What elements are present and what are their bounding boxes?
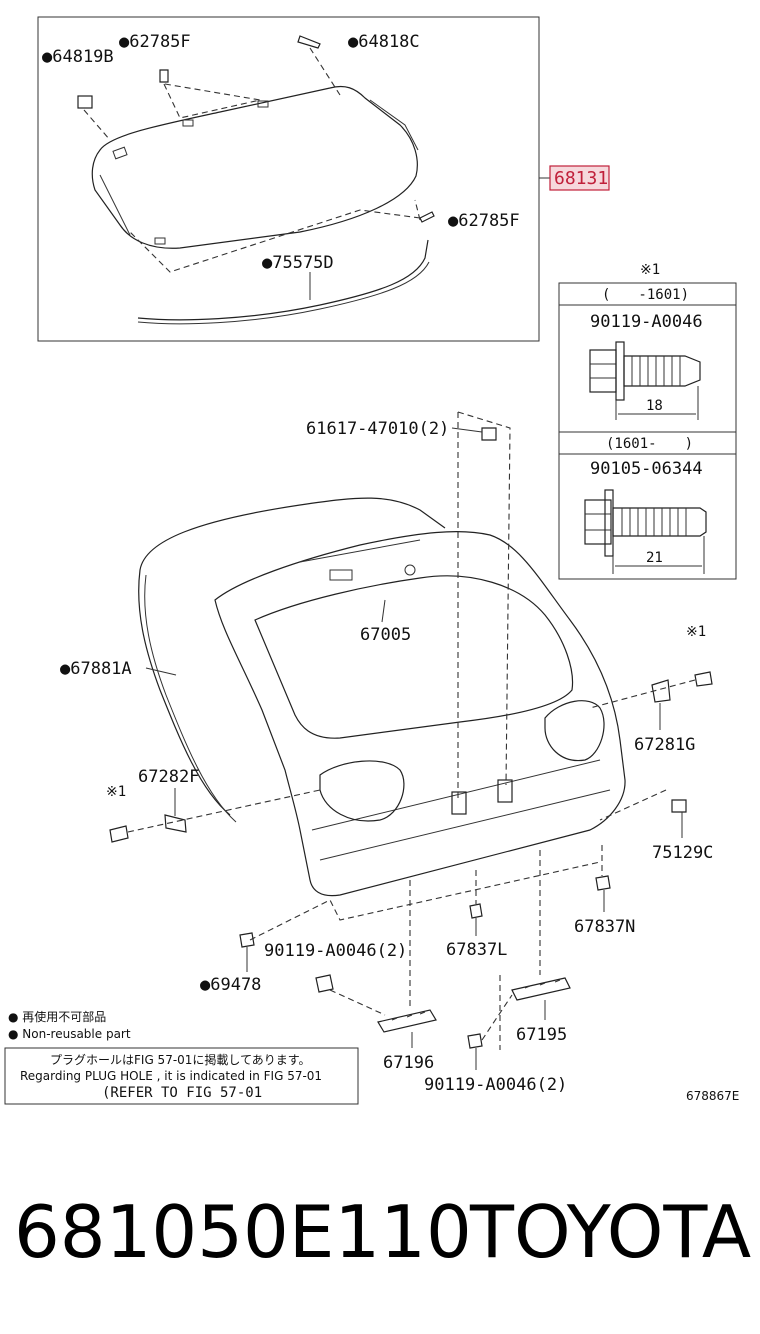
glass-clip-mark-3: [257, 100, 269, 108]
inset-row2-range: (1601- ): [606, 436, 693, 452]
clip-69478: [239, 932, 255, 948]
legend-japanese: ● 再使用不可部品: [8, 1009, 106, 1024]
hinge-67196: [377, 1009, 437, 1033]
glass-clip-mark-4: [154, 237, 166, 245]
callout-67281G: 67281G: [634, 735, 695, 755]
clip-64818C: [297, 35, 321, 49]
note-box: [4, 1047, 359, 1105]
back-door-panel: [214, 530, 626, 897]
callout-62785F-top: ●62785F: [119, 32, 191, 52]
callout-67195: 67195: [516, 1025, 567, 1045]
glass-clip-mark-2: [182, 119, 194, 127]
callout-67837L: 67837L: [446, 940, 507, 960]
callout-67282F: 67282F: [138, 767, 199, 787]
brand-footer: TOYOTA: [469, 1190, 751, 1274]
inset-row2-part: 90105-06344: [590, 459, 703, 479]
inset-star: ※1: [640, 262, 660, 278]
callout-67005: 67005: [360, 625, 411, 645]
left-hinge-recess: [319, 760, 405, 822]
bracket-67282F: [164, 814, 187, 833]
callout-69478: ●69478: [200, 975, 261, 995]
callout-68131: 68131: [554, 168, 608, 189]
door-window-opening: [254, 575, 574, 739]
inset-row1-dim: 18: [646, 398, 663, 414]
callout-90119-A0046-lower: 90119-A0046(2): [424, 1075, 567, 1095]
stud-right: [497, 779, 513, 803]
bolt-90119-A0046-icon: [589, 341, 701, 420]
star-left: ※1: [106, 784, 126, 800]
bolt-star-right: [694, 671, 713, 687]
inset-row1-part: 90119-A0046: [590, 312, 703, 332]
callout-67881A: ●67881A: [60, 659, 132, 679]
bolt-90105-06344-icon: [584, 489, 707, 574]
callout-64819B: ●64819B: [42, 47, 114, 67]
glass-clip-mark: [112, 146, 128, 160]
plug-75129C: [671, 799, 687, 813]
legend-english: ● Non-reusable part: [8, 1027, 131, 1041]
cushion-67837L: [469, 903, 483, 919]
bolt-90119-upper: [315, 974, 334, 993]
highlight-68131: [549, 165, 610, 191]
cushion-67837N: [595, 875, 611, 891]
bolt-star-left: [109, 825, 129, 843]
molding-75575D: [137, 239, 429, 321]
note-line-refer: (REFER TO FIG 57-01: [102, 1085, 262, 1101]
spacer-62785F-mid: [419, 211, 435, 223]
inset-row1-range: ( -1601): [602, 287, 689, 303]
stud-left: [451, 791, 467, 815]
bracket-67281G: [651, 679, 671, 703]
weatherstrip-67881A: [138, 497, 446, 816]
callout-62785F-mid: ●62785F: [448, 211, 520, 231]
part-number-footer: 681050E110: [14, 1190, 472, 1274]
callout-61617-47010: 61617-47010(2): [306, 419, 449, 439]
bolt-61617: [481, 427, 497, 441]
hinge-67195: [511, 977, 571, 1001]
inset-row2-dim: 21: [646, 550, 663, 566]
clip-64819B: [77, 95, 93, 109]
figure-code: 678867E: [686, 1089, 739, 1103]
right-hinge-recess: [544, 700, 605, 762]
note-line-english: Regarding PLUG HOLE , it is indicated in…: [20, 1069, 322, 1083]
note-line-japanese: プラグホールはFIG 57-01に掲載してあります。: [50, 1052, 311, 1067]
bolt-90119-lower: [467, 1033, 483, 1049]
glass-edge-detail-right: [369, 99, 419, 151]
bolt-inset-frame: [558, 282, 737, 580]
star-right: ※1: [686, 624, 706, 640]
glass-edge-detail: [99, 174, 131, 236]
glass-group-frame: [37, 16, 540, 342]
back-door-glass: [91, 85, 418, 249]
callout-75129C: 75129C: [652, 843, 713, 863]
callout-90119-A0046-upper: 90119-A0046(2): [264, 941, 407, 961]
spacer-62785F-top: [159, 69, 169, 83]
callout-64818C: ●64818C: [348, 32, 420, 52]
callout-75575D: ●75575D: [262, 253, 334, 273]
callout-67196: 67196: [383, 1053, 434, 1073]
callout-67837N: 67837N: [574, 917, 635, 937]
